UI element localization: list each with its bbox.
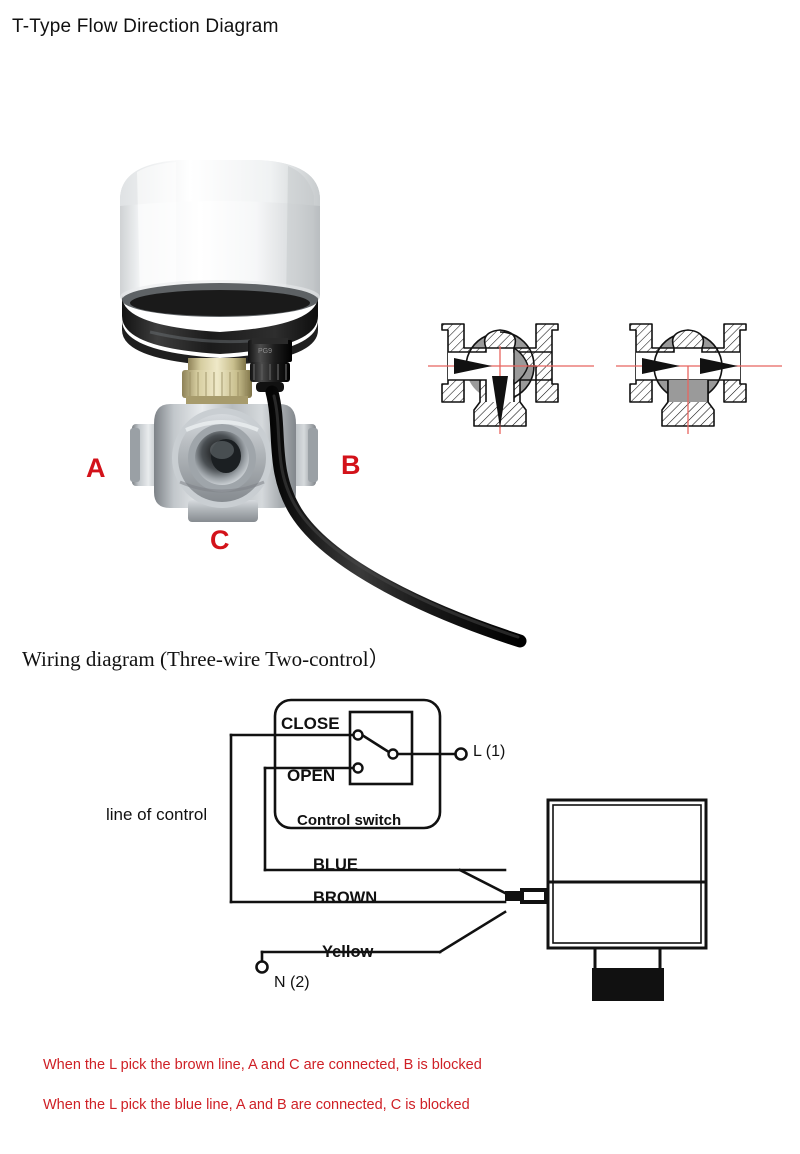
valve-photo: PG9: [120, 160, 527, 648]
contact-open: [352, 762, 364, 774]
yellow-wire-diagonal: [438, 910, 507, 954]
cable-gland-icon: PG9: [248, 338, 292, 392]
flow-diagram-a-to-c: [428, 323, 594, 434]
label-line-of-control: line of control: [106, 805, 208, 824]
contact-close: [352, 729, 364, 741]
label-blue-wire: BLUE: [313, 856, 358, 874]
page-title: T-Type Flow Direction Diagram: [12, 16, 279, 37]
label-terminal-n: N (2): [274, 974, 310, 991]
wiring-diagram: [229, 698, 708, 1001]
label-open: OPEN: [287, 766, 336, 785]
switch-contacts-frame: [348, 710, 414, 786]
label-brown-wire: BROWN: [313, 889, 378, 907]
note-blue-line: When the L pick the blue line, A and B a…: [43, 1097, 470, 1113]
label-close: CLOSE: [281, 714, 340, 733]
port-label-a: A: [86, 453, 106, 483]
note-brown-line: When the L pick the brown line, A and C …: [43, 1057, 482, 1073]
terminal-l: [454, 747, 468, 761]
label-control-switch: Control switch: [297, 812, 402, 829]
label-yellow-wire: Yellow: [322, 943, 374, 961]
label-terminal-l: L (1): [473, 743, 506, 760]
blue-wire-diagonal: [458, 868, 507, 895]
actuator-body-icon: [505, 798, 708, 1001]
brass-nut-icon: [182, 358, 252, 405]
port-label-c: C: [210, 525, 230, 555]
switch-lever: [360, 733, 394, 756]
flow-direction-diagrams: [428, 323, 782, 434]
control-switch-enclosure: [273, 698, 442, 830]
port-label-b: B: [341, 450, 361, 480]
svg-text:PG9: PG9: [258, 348, 272, 355]
contact-common: [387, 748, 399, 760]
terminal-n: [255, 960, 269, 974]
wiring-diagram-heading: Wiring diagram (Three-wire Two-control）: [22, 647, 390, 671]
power-cable-icon: [265, 385, 527, 648]
flow-diagram-a-to-b: [616, 323, 782, 434]
valve-body-icon: [130, 404, 318, 522]
